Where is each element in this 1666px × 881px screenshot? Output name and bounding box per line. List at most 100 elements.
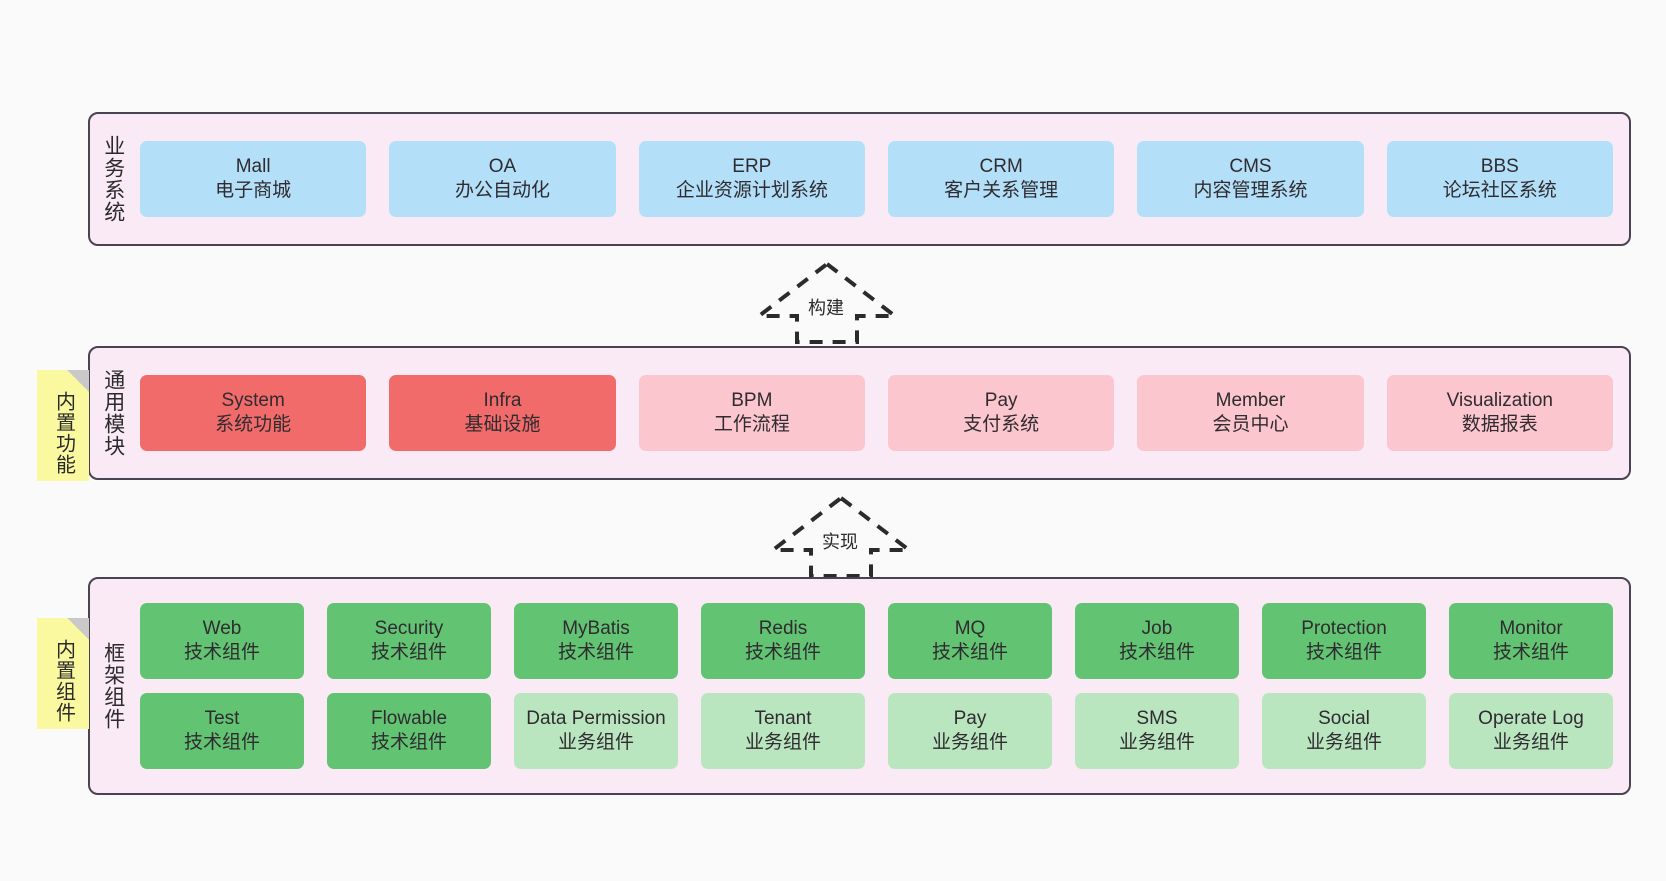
node-social[interactable]: Social 业务组件 xyxy=(1262,693,1426,769)
node-row: Test 技术组件 Flowable 技术组件 Data Permission … xyxy=(140,693,1613,769)
node-subtitle: 内容管理系统 xyxy=(1193,180,1308,201)
node-title: Social xyxy=(1318,707,1370,729)
node-subtitle: 技术组件 xyxy=(370,642,447,663)
node-title: Mall xyxy=(235,155,271,177)
node-system[interactable]: System 系统功能 xyxy=(140,375,367,451)
node-subtitle: 技术组件 xyxy=(744,642,821,663)
node-title: Protection xyxy=(1301,617,1387,639)
node-title: SMS xyxy=(1136,707,1178,729)
node-title: Tenant xyxy=(754,707,812,729)
node-subtitle: 技术组件 xyxy=(931,642,1008,663)
node-subtitle: 办公自动化 xyxy=(454,180,550,201)
layer-label-common-module: 通用模块 xyxy=(101,369,125,457)
node-subtitle: 支付系统 xyxy=(963,414,1040,435)
node-mq[interactable]: MQ 技术组件 xyxy=(888,603,1052,679)
node-row: System 系统功能 Infra 基础设施 BPM 工作流程 Pay 支付系统… xyxy=(140,375,1613,451)
node-mall[interactable]: Mall 电子商城 xyxy=(140,141,367,217)
node-bpm[interactable]: BPM 工作流程 xyxy=(638,375,865,451)
node-title: Web xyxy=(202,617,242,639)
node-title: MQ xyxy=(954,617,986,639)
node-subtitle: 企业资源计划系统 xyxy=(675,180,828,201)
node-row: Mall 电子商城 OA 办公自动化 ERP 企业资源计划系统 CRM 客户关系… xyxy=(140,141,1613,217)
node-operate-log[interactable]: Operate Log 业务组件 xyxy=(1449,693,1613,769)
node-title: Test xyxy=(204,707,240,729)
node-title: Monitor xyxy=(1499,617,1563,639)
node-mybatis[interactable]: MyBatis 技术组件 xyxy=(514,603,678,679)
node-subtitle: 论坛社区系统 xyxy=(1442,180,1557,201)
node-visualization[interactable]: Visualization 数据报表 xyxy=(1386,375,1613,451)
node-subtitle: 会员中心 xyxy=(1212,414,1289,435)
node-subtitle: 技术组件 xyxy=(1492,642,1569,663)
node-data-permission[interactable]: Data Permission 业务组件 xyxy=(514,693,678,769)
node-title: Operate Log xyxy=(1478,707,1584,729)
node-cms[interactable]: CMS 内容管理系统 xyxy=(1137,141,1364,217)
node-title: Visualization xyxy=(1446,389,1553,411)
node-subtitle: 技术组件 xyxy=(1305,642,1382,663)
node-sms[interactable]: SMS 业务组件 xyxy=(1075,693,1239,769)
layer-business-system: 业务系统 Mall 电子商城 OA 办公自动化 ERP 企业资源计划系统 CRM… xyxy=(88,112,1631,246)
node-subtitle: 业务组件 xyxy=(1118,732,1195,753)
node-title: Security xyxy=(374,617,444,639)
node-subtitle: 业务组件 xyxy=(1305,732,1382,753)
node-member[interactable]: Member 会员中心 xyxy=(1137,375,1364,451)
node-bbs[interactable]: BBS 论坛社区系统 xyxy=(1386,141,1613,217)
node-subtitle: 客户关系管理 xyxy=(944,180,1059,201)
layer-common-module: 通用模块 System 系统功能 Infra 基础设施 BPM 工作流程 Pay… xyxy=(88,346,1631,480)
node-title: Data Permission xyxy=(526,707,666,729)
layer-label-business-system: 业务系统 xyxy=(101,135,125,223)
node-title: System xyxy=(221,389,285,411)
node-title: CRM xyxy=(979,155,1023,177)
layer-body-framework-component: Web 技术组件 Security 技术组件 MyBatis 技术组件 Redi… xyxy=(136,579,1629,793)
node-title: Redis xyxy=(758,617,808,639)
connector-label-implement: 实现 xyxy=(822,532,858,552)
node-pay[interactable]: Pay 支付系统 xyxy=(887,375,1115,451)
node-subtitle: 数据报表 xyxy=(1461,414,1538,435)
node-title: ERP xyxy=(732,155,772,177)
sticky-note-text: 内置组件 xyxy=(52,638,75,723)
node-oa[interactable]: OA 办公自动化 xyxy=(389,141,616,217)
sticky-note-builtin-component: 内置组件 xyxy=(37,618,89,729)
node-subtitle: 电子商城 xyxy=(215,180,292,201)
node-pay-component[interactable]: Pay 业务组件 xyxy=(888,693,1052,769)
node-title: Member xyxy=(1215,389,1286,411)
layer-body-business-system: Mall 电子商城 OA 办公自动化 ERP 企业资源计划系统 CRM 客户关系… xyxy=(136,114,1629,244)
node-subtitle: 技术组件 xyxy=(557,642,634,663)
node-subtitle: 业务组件 xyxy=(1492,732,1569,753)
node-job[interactable]: Job 技术组件 xyxy=(1075,603,1239,679)
node-subtitle: 技术组件 xyxy=(183,732,260,753)
node-subtitle: 工作流程 xyxy=(713,414,790,435)
node-title: Flowable xyxy=(370,707,448,729)
node-title: Infra xyxy=(483,389,522,411)
node-erp[interactable]: ERP 企业资源计划系统 xyxy=(638,141,865,217)
node-monitor[interactable]: Monitor 技术组件 xyxy=(1449,603,1613,679)
node-title: BBS xyxy=(1480,155,1519,177)
node-subtitle: 基础设施 xyxy=(464,414,541,435)
node-title: Job xyxy=(1141,617,1173,639)
node-subtitle: 业务组件 xyxy=(931,732,1008,753)
node-title: MyBatis xyxy=(562,617,630,639)
node-web[interactable]: Web 技术组件 xyxy=(140,603,304,679)
node-title: CMS xyxy=(1229,155,1272,177)
layer-framework-component: 框架组件 Web 技术组件 Security 技术组件 MyBatis 技术组件… xyxy=(88,577,1631,795)
node-flowable[interactable]: Flowable 技术组件 xyxy=(327,693,491,769)
node-subtitle: 技术组件 xyxy=(370,732,447,753)
node-crm[interactable]: CRM 客户关系管理 xyxy=(887,141,1115,217)
layer-body-common-module: System 系统功能 Infra 基础设施 BPM 工作流程 Pay 支付系统… xyxy=(136,348,1629,478)
node-title: BPM xyxy=(731,389,773,411)
node-subtitle: 技术组件 xyxy=(183,642,260,663)
node-subtitle: 系统功能 xyxy=(215,414,292,435)
node-test[interactable]: Test 技术组件 xyxy=(140,693,304,769)
connector-label-build: 构建 xyxy=(808,298,844,318)
sticky-note-builtin-feature: 内置功能 xyxy=(37,370,89,481)
node-title: Pay xyxy=(984,389,1018,411)
node-subtitle: 业务组件 xyxy=(557,732,634,753)
node-subtitle: 技术组件 xyxy=(1118,642,1195,663)
node-security[interactable]: Security 技术组件 xyxy=(327,603,491,679)
folded-corner-icon xyxy=(67,618,89,640)
node-redis[interactable]: Redis 技术组件 xyxy=(701,603,865,679)
node-row: Web 技术组件 Security 技术组件 MyBatis 技术组件 Redi… xyxy=(140,603,1613,679)
node-tenant[interactable]: Tenant 业务组件 xyxy=(701,693,865,769)
node-protection[interactable]: Protection 技术组件 xyxy=(1262,603,1426,679)
node-infra[interactable]: Infra 基础设施 xyxy=(389,375,616,451)
